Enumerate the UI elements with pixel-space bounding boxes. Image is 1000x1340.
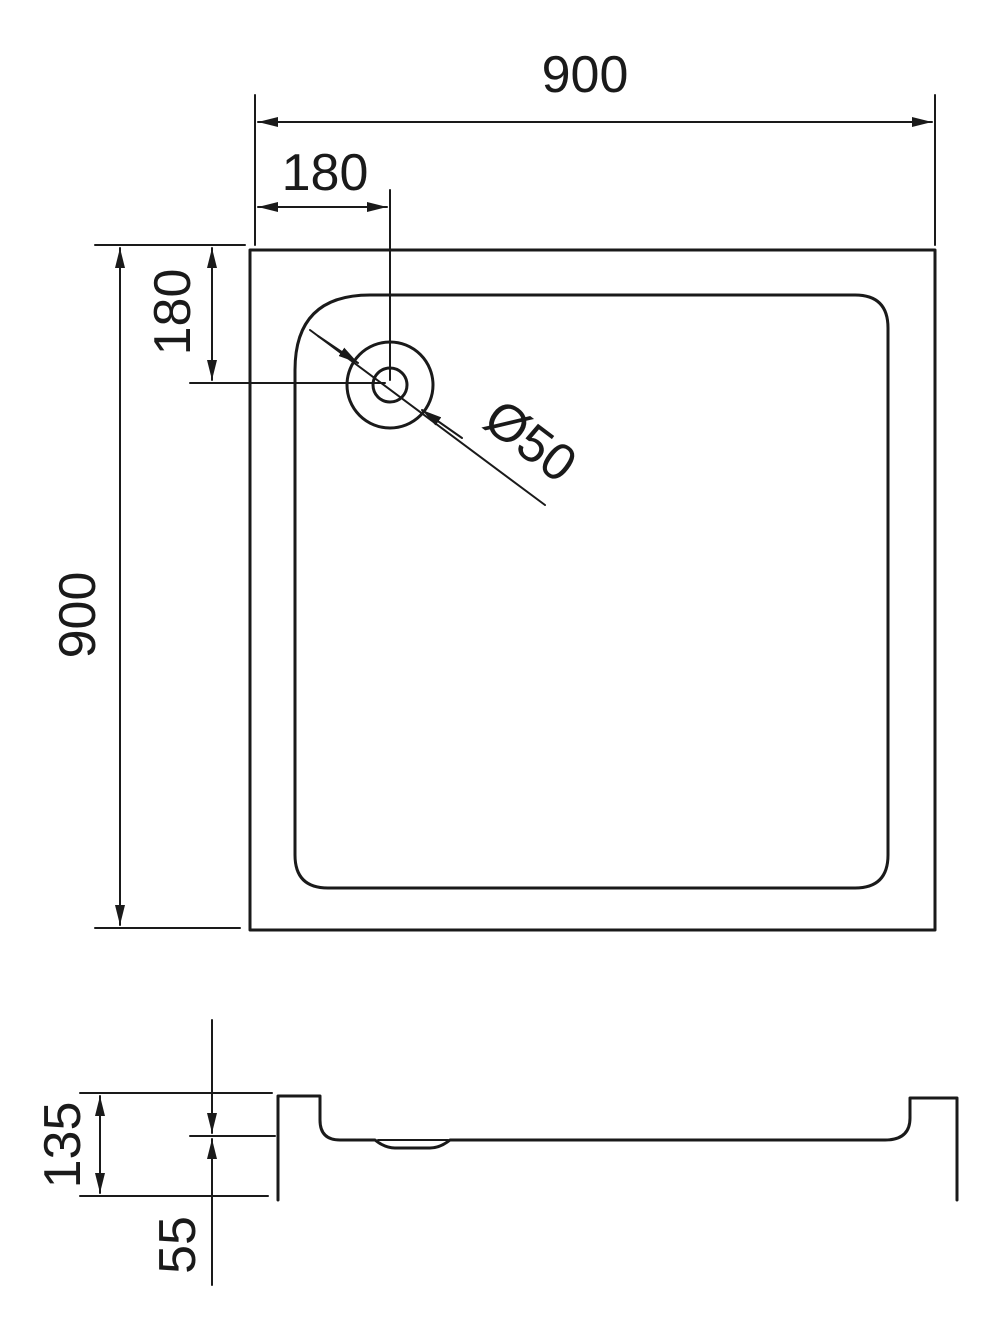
- dim-label-base-height: 55: [149, 1216, 207, 1274]
- dim-label-drain-y: 180: [144, 269, 202, 356]
- section-view: 135 55: [34, 1019, 959, 1286]
- dim-label-width: 900: [542, 46, 629, 104]
- diameter-arrow-outer: [317, 335, 359, 364]
- tray-inner-basin: [293, 293, 890, 890]
- top-view: 900 180 900 180 Ø50: [49, 46, 937, 932]
- dim-label-height: 900: [49, 572, 107, 659]
- dim-label-drain-diameter: Ø50: [474, 389, 587, 494]
- tray-outer-outline: [248, 248, 937, 932]
- diameter-arrow-inner: [421, 409, 463, 439]
- dim-label-total-height: 135: [34, 1102, 92, 1189]
- dim-label-drain-x: 180: [282, 144, 369, 202]
- tray-section-profile: [276, 1094, 959, 1202]
